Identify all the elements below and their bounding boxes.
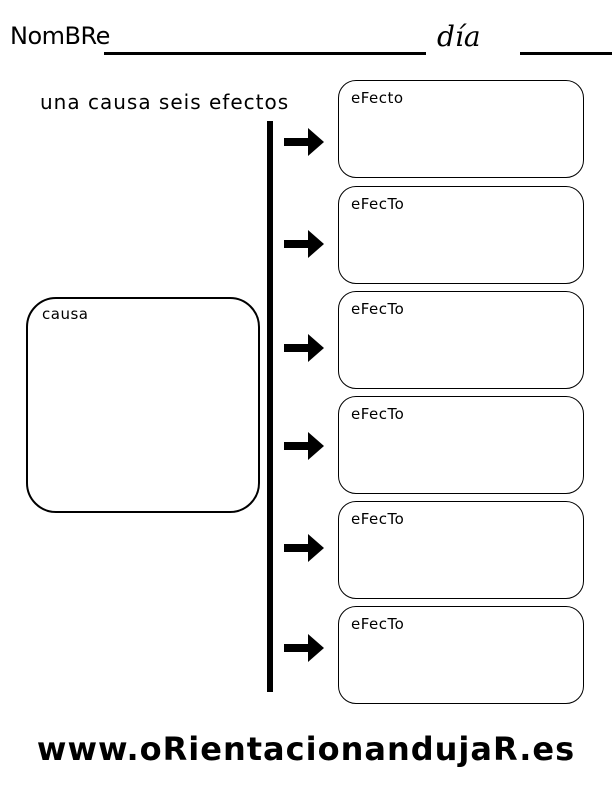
effect-box-4[interactable]: eFecTo <box>338 396 584 494</box>
cause-box[interactable]: causa <box>26 297 260 513</box>
name-field-line[interactable] <box>104 52 426 55</box>
day-label: día <box>437 20 481 53</box>
arrow-right-icon <box>282 630 326 666</box>
arrow-right-icon <box>282 124 326 160</box>
cause-label: causa <box>42 305 89 323</box>
effect-box-3[interactable]: eFecTo <box>338 291 584 389</box>
arrow-right-icon <box>282 530 326 566</box>
effect-label: eFecTo <box>351 195 405 213</box>
effect-label: eFecTo <box>351 300 405 318</box>
effect-box-5[interactable]: eFecTo <box>338 501 584 599</box>
effect-label: eFecTo <box>351 510 405 528</box>
name-label: NomBRe <box>10 22 110 50</box>
arrow-right-icon <box>282 428 326 464</box>
worksheet-subtitle: una causa seis efectos <box>40 90 290 114</box>
spine-line <box>267 121 273 692</box>
effect-label: eFecto <box>351 89 404 107</box>
effect-label: eFecTo <box>351 615 405 633</box>
arrow-right-icon <box>282 330 326 366</box>
effect-box-2[interactable]: eFecTo <box>338 186 584 284</box>
effect-label: eFecTo <box>351 405 405 423</box>
effect-box-1[interactable]: eFecto <box>338 80 584 178</box>
header: NomBRe día <box>0 0 612 70</box>
arrow-right-icon <box>282 226 326 262</box>
footer-url: www.oRientacionandujaR.es <box>36 730 576 768</box>
day-field-line[interactable] <box>520 52 612 55</box>
effect-box-6[interactable]: eFecTo <box>338 606 584 704</box>
